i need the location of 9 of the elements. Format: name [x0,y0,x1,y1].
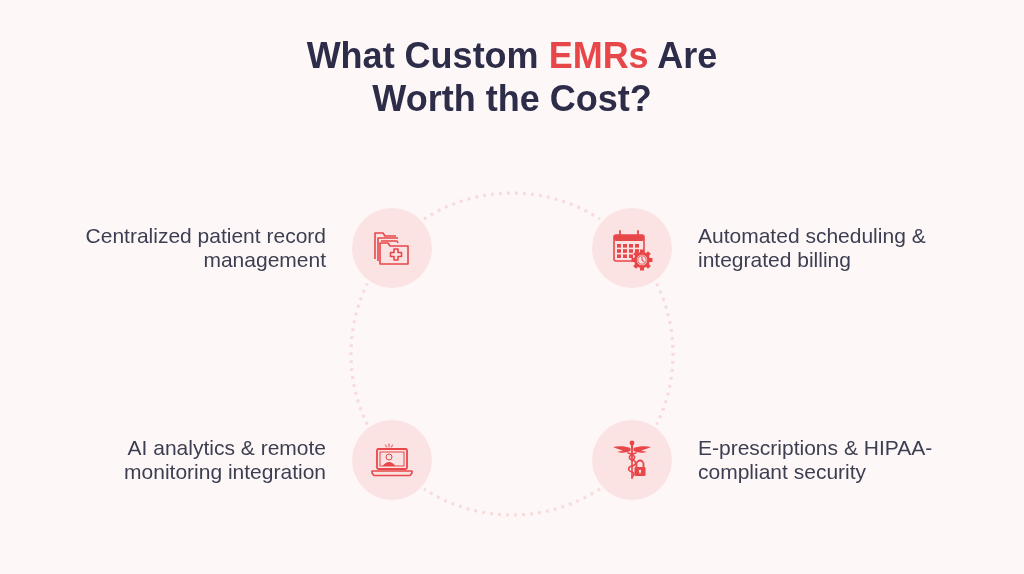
feature-text: Centralized patient record management [84,224,326,272]
title: What Custom EMRs Are Worth the Cost? [305,34,719,120]
dotted-connector [349,282,369,426]
feature-text: AI analytics & remote monitoring integration [123,436,326,484]
dotted-connector [423,191,601,221]
dotted-connector [655,282,675,426]
feature-text: E-prescriptions & HIPAA-compliant security [698,436,934,484]
feature-text: Automated scheduling & integrated billing [698,224,927,272]
dotted-connector [423,487,601,517]
